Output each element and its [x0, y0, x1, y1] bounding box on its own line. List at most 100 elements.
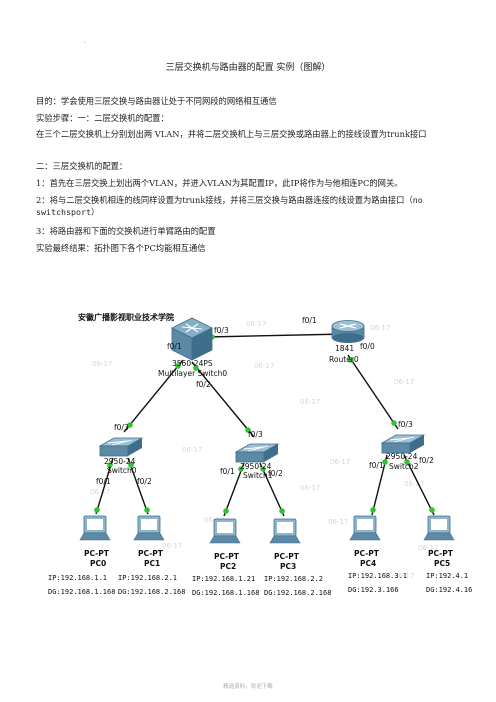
- switch2-port-left: f0/1: [369, 461, 384, 470]
- link-up-dot: [245, 427, 251, 433]
- router-port-down: f0/0: [360, 342, 375, 351]
- pc4-type: PC-PT: [354, 549, 380, 558]
- switch1-icon: [234, 443, 280, 463]
- pc2-name: PC2: [220, 562, 236, 571]
- step2-close: ）: [90, 207, 100, 217]
- watermark: 06-17: [90, 488, 110, 496]
- switch0-name: Switch0: [107, 466, 137, 475]
- pc2-icon: [209, 518, 241, 544]
- msw-model: 3560-24PS: [172, 359, 213, 368]
- switch1-port-left: f0/1: [220, 467, 235, 476]
- pc3-icon: [269, 518, 301, 544]
- paragraph-result: 实验最终结果：拓扑图下各个PC均能相互通信: [36, 243, 206, 253]
- switch0-port-up: f0/3: [114, 423, 129, 432]
- paragraph-l3-step1: 1：首先在三层交换上划出两个VLAN，并进入VLAN为其配置IP，此IP将作为与…: [36, 178, 403, 188]
- pc0-icon: [79, 515, 111, 541]
- switch0-icon: [98, 437, 144, 457]
- school-label: 安徽广播影视职业技术学院: [78, 312, 174, 322]
- paragraph-l3-step3: 3：将路由器和下面的交换机进行单臂路由的配置: [36, 226, 216, 236]
- link-up-dot: [94, 507, 100, 513]
- link-up-dot: [348, 357, 354, 363]
- msw-port-left: f0/1: [167, 342, 182, 351]
- step2-text: 2：将与二层交换机相连的线同样设置为trunk接线，并将三层交换与路由器连接的线…: [36, 195, 413, 205]
- pc5-type: PC-PT: [428, 549, 454, 558]
- router-model: 1841: [335, 344, 354, 353]
- watermark: 06-17: [330, 458, 350, 466]
- pc3-ip: IP:192.168.2.2: [264, 575, 323, 583]
- pc2-gateway: DG:192.168.1.168: [192, 589, 259, 597]
- pc0-type: PC-PT: [84, 549, 110, 558]
- link-up-dot: [223, 508, 229, 514]
- switch1-port-right: f0/2: [268, 469, 283, 478]
- switch1-port-up: f0/3: [248, 430, 263, 439]
- link-switch2-pc5: [403, 454, 435, 516]
- pc0-gateway: DG:192.168.1.168: [48, 588, 115, 596]
- pc1-type: PC-PT: [138, 549, 164, 558]
- pc5-icon: [423, 515, 455, 541]
- watermark: 06-17: [404, 480, 424, 488]
- watermark: 06-17: [300, 484, 320, 492]
- pc1-ip: IP:192.168.2.1: [118, 574, 177, 582]
- link-switch1-pc2: [223, 462, 245, 517]
- switch1-name: Switch1: [243, 471, 273, 480]
- page-footer: 精选资料，欢迎下载: [223, 684, 273, 690]
- link-up-dot: [128, 462, 134, 468]
- link-up-dot: [391, 420, 397, 426]
- link-status-dots: [94, 331, 435, 514]
- pc4-name: PC4: [360, 559, 376, 568]
- watermark: 06-17: [418, 544, 438, 552]
- watermark: 06-17: [370, 324, 390, 332]
- link-router-switch2: [347, 354, 399, 430]
- link-up-dot: [127, 422, 133, 428]
- msw-port-right: f0/3: [214, 326, 229, 335]
- link-up-dot: [382, 459, 388, 465]
- watermark: 06-17: [394, 378, 414, 386]
- link-up-dot: [429, 507, 435, 513]
- pc3-name: PC3: [280, 562, 296, 571]
- step2-command: no switchsport: [36, 195, 423, 217]
- link-switch2-pc4: [371, 454, 388, 516]
- switch0-port-left: f0/1: [96, 477, 111, 486]
- pc5-name: PC5: [434, 559, 450, 568]
- pc3-gateway: DG:192.168.2.168: [264, 589, 331, 597]
- link-msw-switch0: [123, 359, 184, 433]
- pc0-ip: IP:192.168.1.1: [48, 574, 107, 582]
- pc4-icon: [349, 515, 381, 541]
- paragraph-purpose: 目的：学会使用三层交换与路由器让处于不同网段的网络相互通信: [36, 96, 277, 106]
- paragraph-l2-config: 在三个二层交换机上分别划出两 VLAN，并将二层交换机上与三层交换或路由器上的接…: [36, 129, 427, 139]
- page-title: 三层交换机与路由器的配置 实例（图解）: [165, 63, 331, 73]
- link-up-dot: [260, 466, 266, 472]
- switch2-port-up: f0/3: [398, 420, 413, 429]
- pc4-ip: IP:192.168.3.1: [348, 572, 407, 580]
- multilayer-switch-icon: [171, 317, 213, 361]
- pc1-icon: [133, 515, 165, 541]
- watermark: 06-17: [328, 518, 348, 526]
- pc5-ip: IP:192.4.1: [426, 572, 468, 580]
- link-up-dot: [404, 459, 410, 465]
- link-msw-switch1: [191, 361, 255, 438]
- pc5-gateway: DG:192.4.16: [426, 586, 472, 594]
- msw-port-down: f0/2: [196, 380, 211, 389]
- link-up-dot: [107, 462, 113, 468]
- watermark: 06-17: [182, 446, 202, 454]
- paragraph-l3-step2: 2：将与二层交换机相连的线同样设置为trunk接线，并将三层交换与路由器连接的线…: [36, 194, 476, 218]
- paragraph-step-heading: 实验步骤：一：二层交换机的配置：: [36, 113, 169, 123]
- watermark: 06-17: [246, 320, 266, 328]
- link-up-dot: [279, 508, 285, 514]
- switch1-model: 2950-24: [240, 462, 272, 471]
- router-port-left: f0/1: [302, 316, 317, 325]
- switch2-port-right: f0/2: [419, 456, 434, 465]
- pc3-type: PC-PT: [274, 552, 300, 561]
- watermark: 06-17: [92, 360, 112, 368]
- pc4-gateway: DG:192.3.166: [348, 586, 399, 594]
- switch2-name: Switch2: [389, 462, 419, 471]
- router-icon: [331, 320, 365, 343]
- top-mark: ·: [84, 40, 86, 47]
- watermark: 06-17: [300, 398, 320, 406]
- msw-name: Multilayer Switch0: [158, 369, 227, 378]
- pc1-gateway: DG:192.168.2.168: [118, 588, 185, 596]
- switch0-port-right: f0/2: [137, 477, 152, 486]
- link-up-dot: [193, 365, 199, 371]
- router-name: Router0: [329, 355, 359, 364]
